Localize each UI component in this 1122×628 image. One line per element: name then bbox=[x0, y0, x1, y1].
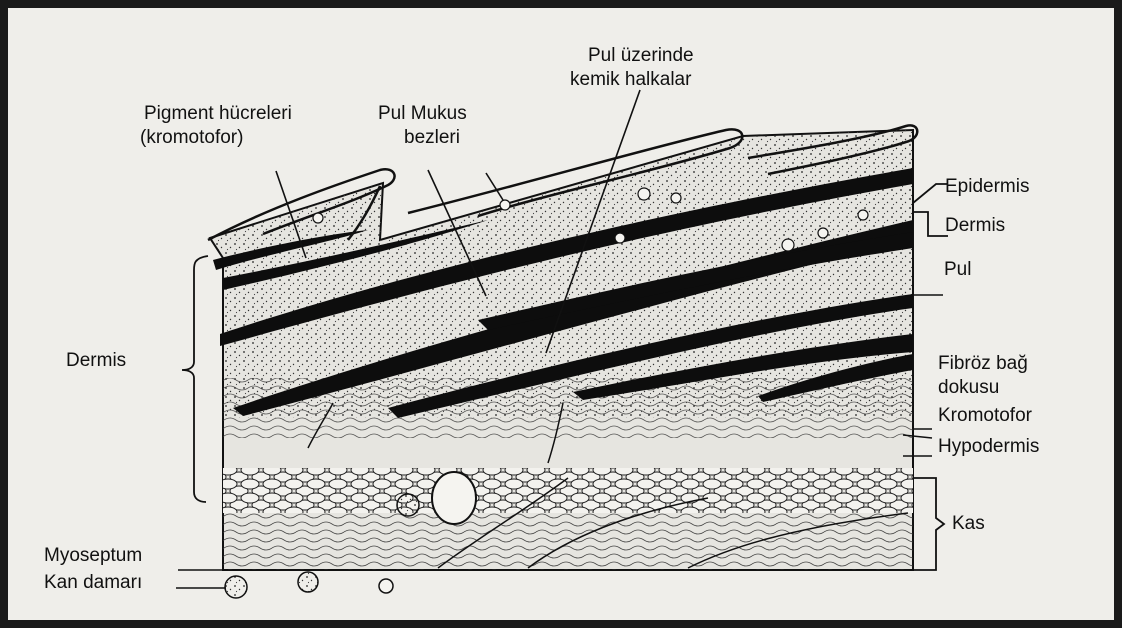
bony-rings-label-1: Pul üzerinde bbox=[588, 44, 694, 67]
epidermis-label: Epidermis bbox=[945, 175, 1029, 198]
hypodermis-cells bbox=[208, 468, 918, 513]
pigment-cells-label-2: (kromotofor) bbox=[140, 126, 243, 149]
pigment-cells-label-1: Pigment hücreleri bbox=[144, 102, 292, 125]
myoseptum-label: Myoseptum bbox=[44, 544, 142, 567]
dermis-right-bracket bbox=[913, 212, 948, 236]
dermis-left-bracket bbox=[182, 256, 208, 502]
bony-rings-label-2: kemik halkalar bbox=[570, 68, 691, 91]
fibrous-tissue-label-1: Fibröz bağ bbox=[938, 352, 1028, 375]
fibrous-tissue-label-2: dokusu bbox=[938, 376, 999, 399]
dermis-left-label: Dermis bbox=[66, 349, 126, 372]
muscle-bracket bbox=[913, 478, 944, 570]
blood-vessel-label: Kan damarı bbox=[44, 571, 142, 594]
scale-label: Pul bbox=[944, 258, 971, 281]
epidermis-bracket bbox=[913, 184, 948, 203]
chromatophore-label: Kromotofor bbox=[938, 404, 1032, 427]
muscle-label: Kas bbox=[952, 512, 985, 535]
mucus-glands-label-1: Pul Mukus bbox=[378, 102, 467, 125]
mucus-glands-label-2: bezleri bbox=[404, 126, 460, 149]
tissue-block bbox=[208, 125, 918, 598]
book-page: Pigment hücreleri (kromotofor) Pul Mukus… bbox=[8, 8, 1114, 620]
dermis-right-label: Dermis bbox=[945, 214, 1005, 237]
fish-skin-cross-section-diagram bbox=[8, 8, 1114, 620]
muscle-texture bbox=[208, 513, 918, 573]
hypodermis-label: Hypodermis bbox=[938, 435, 1039, 458]
